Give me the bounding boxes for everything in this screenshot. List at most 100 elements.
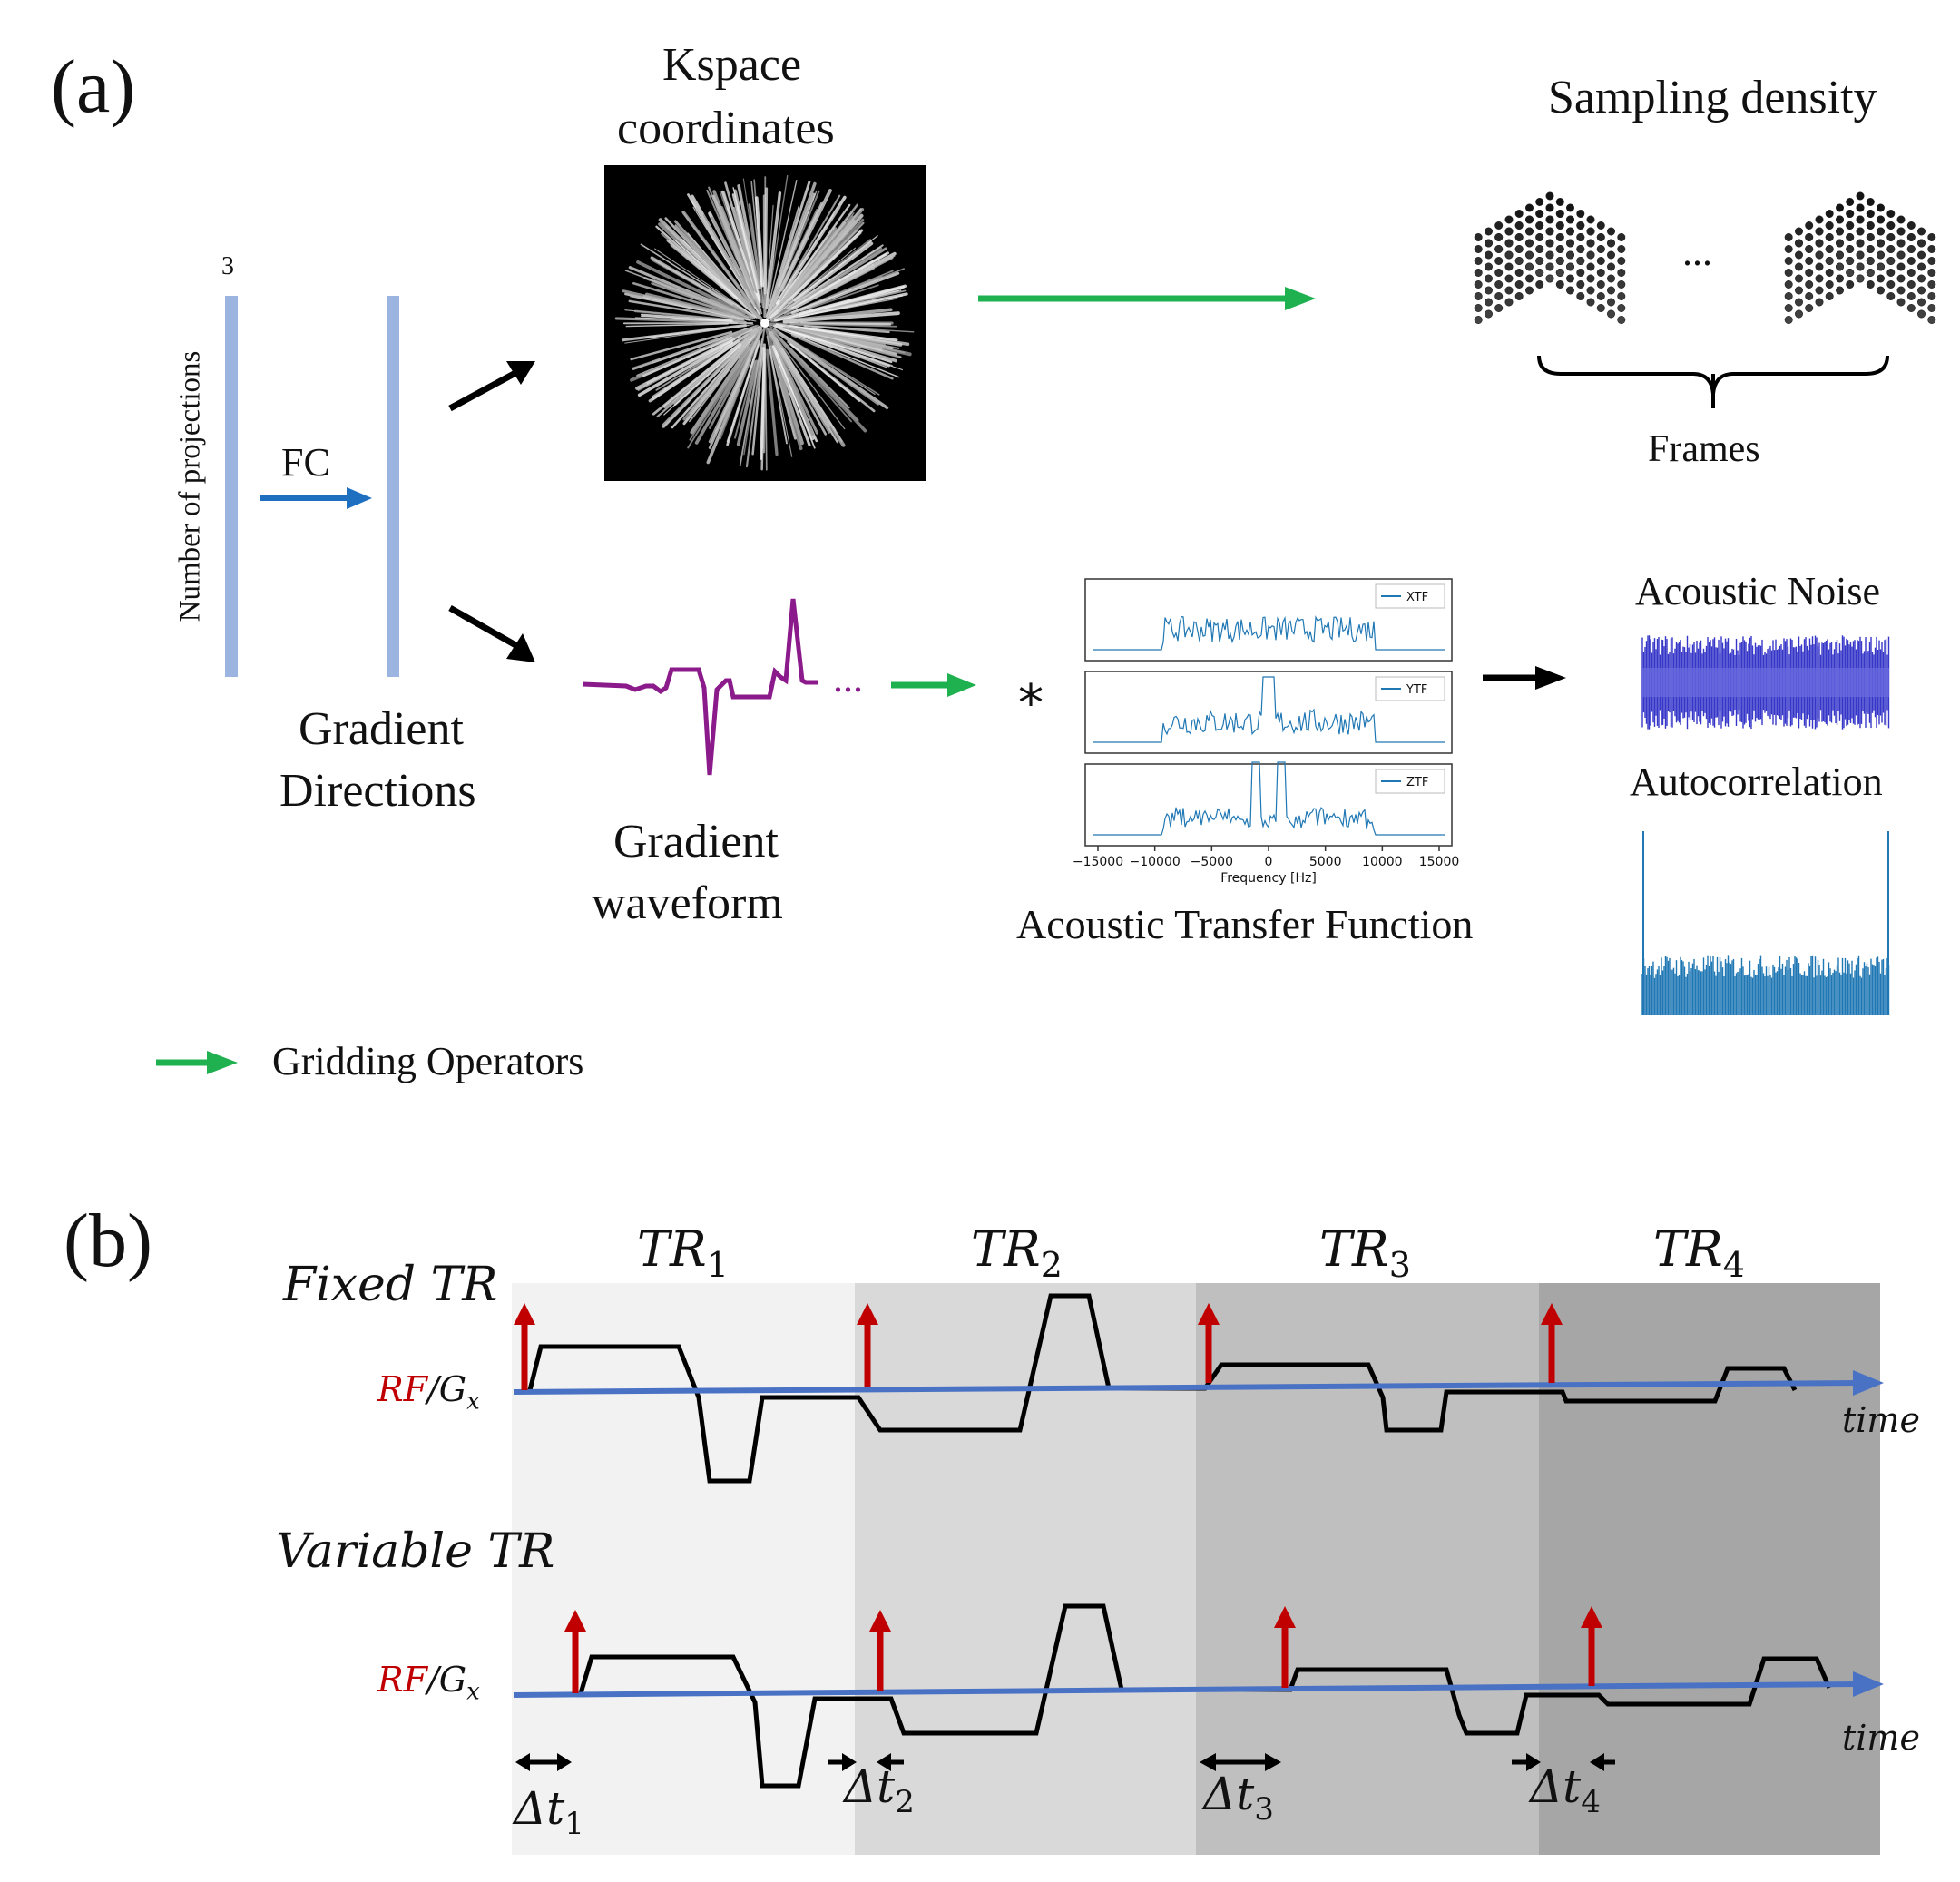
tr1-label: TR1 <box>637 1225 729 1282</box>
fixed-time-label: time <box>1842 1400 1920 1440</box>
fixed-tr-label: Fixed TR <box>283 1258 498 1312</box>
dt3-label-base: Δt <box>1203 1768 1255 1820</box>
atf-xtick-label: 5000 <box>1309 855 1342 869</box>
gradient-waveform-label-1: Gradient <box>613 816 779 867</box>
fixed-axis-g: G <box>438 1369 467 1409</box>
panel-a-label: (a) <box>51 44 136 129</box>
arrow-to-kspace <box>448 361 535 412</box>
dt4-label-base: Δt <box>1530 1760 1582 1813</box>
kspace-label-1: Kspace <box>662 39 802 91</box>
frames-ellipsis: ... <box>1682 230 1712 274</box>
dt4-label: Δt4 <box>1530 1764 1601 1818</box>
atf-xtick-label: −10000 <box>1130 855 1181 869</box>
variable-axis-slash: / <box>426 1660 439 1700</box>
panel-b-label: (b) <box>64 1199 152 1283</box>
fixed-rf-pulses <box>514 1303 1563 1390</box>
dt3-label: Δt3 <box>1203 1771 1274 1825</box>
legend-gridding-label: Gridding Operators <box>272 1039 584 1083</box>
cube-lattice <box>1474 191 1626 325</box>
fixed-time-axis-head <box>1853 1370 1884 1396</box>
tr4-label-base: TR <box>1653 1220 1723 1278</box>
gridding-arrow-kspace <box>978 287 1316 310</box>
fixed-axis-label: RF/Gx <box>377 1372 480 1414</box>
sampling-cube-last <box>1784 191 1936 325</box>
variable-rf-pulses <box>564 1606 1602 1693</box>
arrow-to-waveform <box>448 604 535 662</box>
variable-axis-label: RF/Gx <box>377 1662 480 1704</box>
vector-count-label: 3 <box>221 252 234 280</box>
dt2-label-base: Δt <box>844 1760 896 1813</box>
dt4-label-sub: 4 <box>1581 1784 1601 1820</box>
dt1-label-base: Δt <box>514 1782 565 1835</box>
variable-time-axis-head <box>1853 1671 1884 1697</box>
tr1-label-sub: 1 <box>706 1244 729 1285</box>
tr1-label-base: TR <box>637 1220 707 1278</box>
kspace-image <box>604 165 926 481</box>
fixed-axis-g-sub: x <box>466 1387 480 1416</box>
fc-label: FC <box>281 440 330 485</box>
sampling-cube-first <box>1474 191 1626 325</box>
atf-label: Acoustic Transfer Function <box>1016 901 1474 947</box>
tr2-label-base: TR <box>971 1220 1041 1278</box>
gridding-arrow-waveform <box>891 673 976 697</box>
tr3-region <box>1196 1283 1539 1855</box>
frames-brace <box>1537 355 1889 408</box>
vector-axis-label: Number of projections <box>173 350 207 622</box>
output-vector-bar <box>387 296 399 677</box>
gradient-waveform-label-2: waveform <box>592 877 783 929</box>
tr2-label-sub: 2 <box>1040 1244 1063 1285</box>
dt1-label: Δt1 <box>514 1786 584 1839</box>
autocorrelation-signal <box>1642 831 1890 1015</box>
input-vector-bar <box>225 296 238 677</box>
tr3-label-base: TR <box>1319 1220 1389 1278</box>
kspace-label-2: coordinates <box>617 103 835 154</box>
fc-arrow <box>260 487 372 509</box>
waveform-ellipsis: ... <box>833 656 863 701</box>
atf-legend-label: XTF <box>1406 591 1428 604</box>
atf-xtick-label: 0 <box>1265 855 1273 869</box>
tr1-region <box>512 1283 855 1855</box>
cube-lattice <box>1784 191 1936 325</box>
delta-t-markers <box>515 1753 1615 1771</box>
acoustic-transfer-function-plot: XTF YTF ZTF −15000 −10000 −5000 0 5000 10000 1500… <box>1073 578 1459 886</box>
tr2-region <box>855 1283 1196 1855</box>
variable-axis-g: G <box>438 1660 467 1700</box>
variable-time-axis <box>513 1681 1859 1698</box>
atf-xtick-label: 10000 <box>1362 855 1403 869</box>
gradient-waveform-plot <box>582 598 818 776</box>
gradient-directions-label-1: Gradient <box>299 703 464 755</box>
variable-time-label: time <box>1842 1718 1920 1758</box>
autocorrelation-label: Autocorrelation <box>1630 760 1883 804</box>
variable-axis-rf: RF <box>377 1660 427 1700</box>
atf-legend-label: ZTF <box>1406 776 1428 789</box>
tr3-label-sub: 3 <box>1388 1244 1411 1285</box>
fixed-axis-rf: RF <box>377 1369 427 1409</box>
variable-axis-g-sub: x <box>466 1678 480 1706</box>
dt3-label-sub: 3 <box>1254 1791 1274 1828</box>
tr4-label: TR4 <box>1653 1225 1745 1282</box>
tr3-label: TR3 <box>1319 1225 1411 1282</box>
atf-legend-label: YTF <box>1406 683 1427 697</box>
dt2-label: Δt2 <box>844 1764 915 1818</box>
legend-gridding-arrow <box>156 1051 238 1074</box>
fixed-axis-slash: / <box>426 1369 439 1409</box>
variable-tr-label: Variable TR <box>276 1524 555 1579</box>
gradient-directions-label-2: Directions <box>279 765 476 817</box>
dt1-label-sub: 1 <box>564 1806 584 1842</box>
fixed-time-axis <box>513 1380 1859 1395</box>
kspace-spokes <box>614 174 915 471</box>
convolution-symbol: * <box>1018 674 1044 733</box>
sampling-density-label: Sampling density <box>1548 72 1877 123</box>
atf-xlabel: Frequency [Hz] <box>1220 871 1317 886</box>
atf-xtick-label: 15000 <box>1419 855 1460 869</box>
variable-gradient-trace <box>578 1603 1832 1789</box>
tr4-label-sub: 4 <box>1722 1244 1745 1285</box>
atf-xtick-label: −5000 <box>1191 855 1233 869</box>
arrow-to-acoustic-noise <box>1483 666 1566 690</box>
tr2-label: TR2 <box>971 1225 1063 1282</box>
acoustic-noise-signal <box>1642 635 1890 730</box>
pulse-sequence-diagram <box>513 1293 1884 1789</box>
autocorr-trace <box>1642 831 1890 1015</box>
atf-xtick-label: −15000 <box>1073 855 1123 869</box>
